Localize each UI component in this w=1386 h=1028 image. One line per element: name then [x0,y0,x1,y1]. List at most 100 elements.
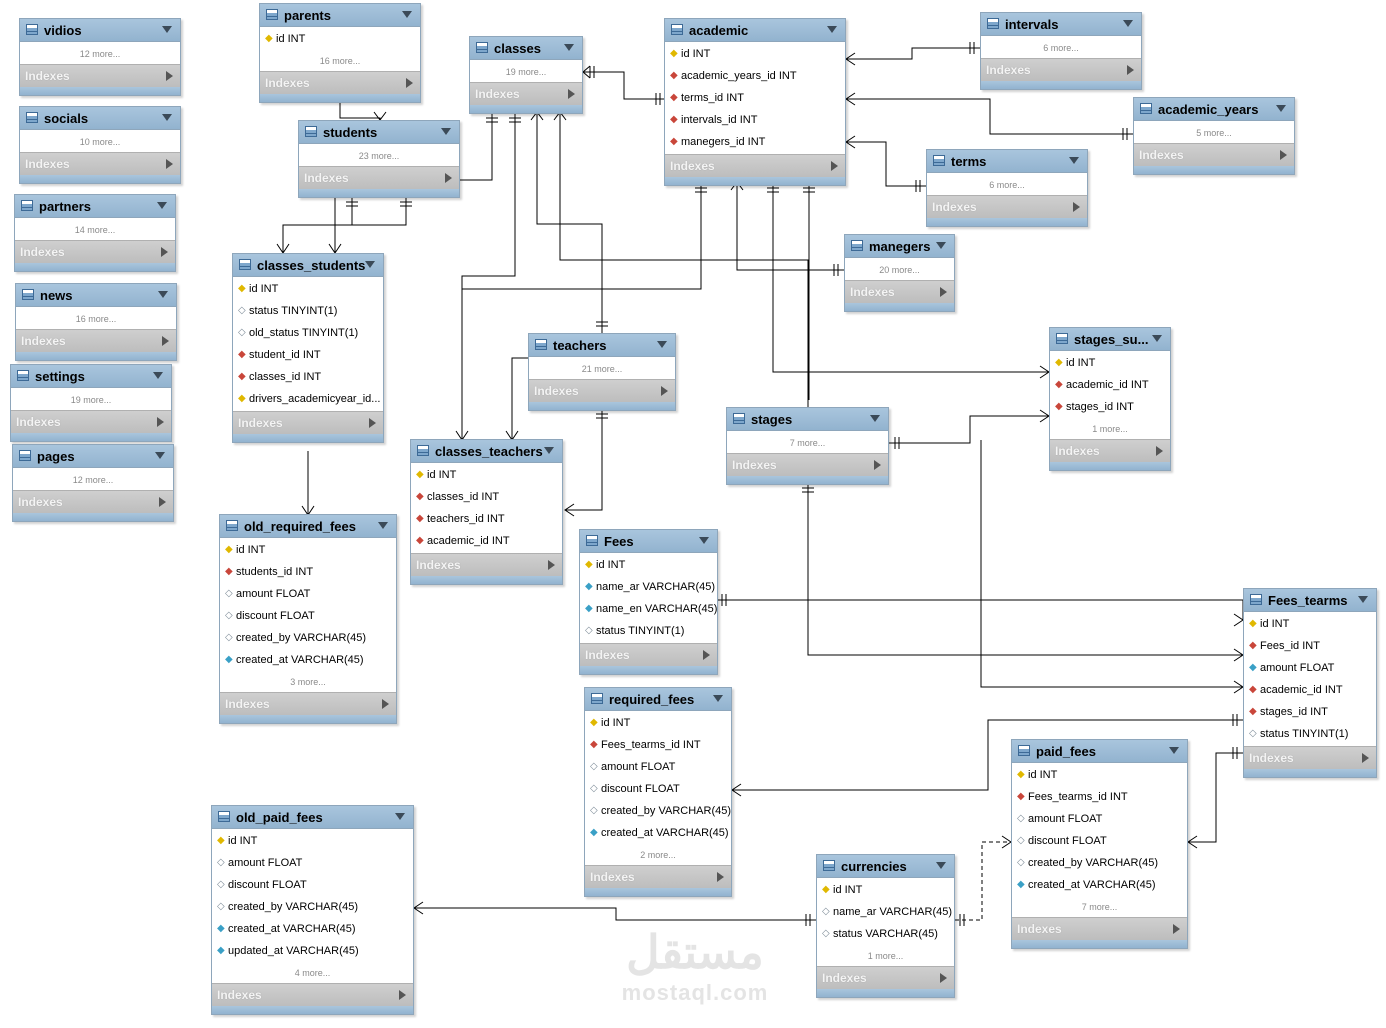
chevron-down-icon[interactable] [162,114,172,121]
chevron-down-icon[interactable] [544,447,554,454]
table-manegers[interactable]: manegers 20 more... Indexes [844,234,955,312]
expand-arrow-icon[interactable] [831,161,838,171]
expand-arrow-icon[interactable] [161,247,168,257]
table-header[interactable]: intervals [981,13,1141,36]
column-row[interactable]: ◆id INT [220,540,396,562]
column-row[interactable]: ◇amount FLOAT [585,757,731,779]
column-row[interactable]: ◇created_by VARCHAR(45) [212,897,413,919]
chevron-down-icon[interactable] [395,813,405,820]
column-row[interactable]: ◆classes_id INT [233,367,383,389]
more-columns-label[interactable]: 16 more... [75,314,117,324]
more-columns-label[interactable]: 14 more... [74,225,116,235]
table-header[interactable]: settings [11,365,171,388]
expand-arrow-icon[interactable] [1173,924,1180,934]
table-required-fees[interactable]: required_fees◆id INT◆Fees_tearms_id INT◇… [584,687,732,897]
table-paid-fees[interactable]: paid_fees◆id INT◆Fees_tearms_id INT◇amou… [1011,739,1188,949]
column-row[interactable]: ◆id INT [665,44,845,66]
indexes-section[interactable]: Indexes [16,329,176,352]
chevron-down-icon[interactable] [153,372,163,379]
indexes-section[interactable]: Indexes [411,553,562,576]
expand-arrow-icon[interactable] [399,990,406,1000]
column-row[interactable]: ◇status TINYINT(1) [580,621,717,643]
indexes-section[interactable]: Indexes [845,280,954,303]
column-row[interactable]: ◆manegers_id INT [665,132,845,154]
table-header[interactable]: news [16,284,176,307]
indexes-section[interactable]: Indexes [1012,917,1187,940]
expand-arrow-icon[interactable] [661,386,668,396]
column-row[interactable]: ◆id INT [411,465,562,487]
indexes-section[interactable]: Indexes [927,195,1087,218]
column-row[interactable]: ◆id INT [580,555,717,577]
table-classes-students[interactable]: classes_students◆id INT◇status TINYINT(1… [232,253,384,443]
expand-arrow-icon[interactable] [874,460,881,470]
column-row[interactable]: ◆academic_years_id INT [665,66,845,88]
chevron-down-icon[interactable] [1152,335,1162,342]
expand-arrow-icon[interactable] [382,699,389,709]
expand-arrow-icon[interactable] [1127,65,1134,75]
table-header[interactable]: students [299,121,459,144]
table-header[interactable]: old_paid_fees [212,806,413,829]
table-header[interactable]: vidios [20,19,180,42]
more-columns-label[interactable]: 1 more... [1092,424,1128,434]
chevron-down-icon[interactable] [936,862,946,869]
expand-arrow-icon[interactable] [369,418,376,428]
table-header[interactable]: Fees_tearms [1244,589,1376,612]
table-header[interactable]: socials [20,107,180,130]
chevron-down-icon[interactable] [378,522,388,529]
more-columns-label[interactable]: 6 more... [989,180,1025,190]
chevron-down-icon[interactable] [1358,596,1368,603]
table-header[interactable]: Fees [580,530,717,553]
more-columns-label[interactable]: 5 more... [1196,128,1232,138]
expand-arrow-icon[interactable] [162,336,169,346]
column-row[interactable]: ◇created_by VARCHAR(45) [1012,853,1187,875]
table-currencies[interactable]: currencies◆id INT◇name_ar VARCHAR(45)◇st… [816,854,955,998]
chevron-down-icon[interactable] [657,341,667,348]
more-columns-label[interactable]: 12 more... [79,49,121,59]
chevron-down-icon[interactable] [162,26,172,33]
more-columns-label[interactable]: 12 more... [72,475,114,485]
table-header[interactable]: partners [15,195,175,218]
chevron-down-icon[interactable] [441,128,451,135]
table-news[interactable]: news 16 more... Indexes [15,283,177,361]
column-row[interactable]: ◆created_at VARCHAR(45) [1012,875,1187,897]
expand-arrow-icon[interactable] [157,417,164,427]
indexes-section[interactable]: Indexes [220,692,396,715]
table-header[interactable]: required_fees [585,688,731,711]
column-row[interactable]: ◆name_ar VARCHAR(45) [580,577,717,599]
more-columns-label[interactable]: 6 more... [1043,43,1079,53]
indexes-section[interactable]: Indexes [817,966,954,989]
expand-arrow-icon[interactable] [159,497,166,507]
column-row[interactable]: ◆student_id INT [233,345,383,367]
chevron-down-icon[interactable] [1123,20,1133,27]
chevron-down-icon[interactable] [699,537,709,544]
indexes-section[interactable]: Indexes [13,490,173,513]
column-row[interactable]: ◆amount FLOAT [1244,658,1376,680]
indexes-section[interactable]: Indexes [1050,439,1170,462]
more-columns-label[interactable]: 20 more... [879,265,920,275]
indexes-section[interactable]: Indexes [20,152,180,175]
more-columns-label[interactable]: 4 more... [294,968,331,978]
indexes-section[interactable]: Indexes [212,983,413,1006]
table-old-required-fees[interactable]: old_required_fees◆id INT◆students_id INT… [219,514,397,724]
column-row[interactable]: ◆id INT [260,29,420,51]
column-row[interactable]: ◆drivers_academicyear_id... [233,389,383,411]
column-row[interactable]: ◆id INT [212,831,413,853]
column-row[interactable]: ◆Fees_tearms_id INT [585,735,731,757]
table-header[interactable]: currencies [817,855,954,878]
column-row[interactable]: ◆id INT [817,880,954,902]
column-row[interactable]: ◆id INT [1244,614,1376,636]
more-columns-label[interactable]: 19 more... [505,67,547,77]
table-header[interactable]: manegers [845,235,954,258]
column-row[interactable]: ◆id INT [233,279,383,301]
table-classes-teachers[interactable]: classes_teachers◆id INT◆classes_id INT◆t… [410,439,563,585]
chevron-down-icon[interactable] [155,452,165,459]
column-row[interactable]: ◆intervals_id INT [665,110,845,132]
chevron-down-icon[interactable] [1169,747,1179,754]
